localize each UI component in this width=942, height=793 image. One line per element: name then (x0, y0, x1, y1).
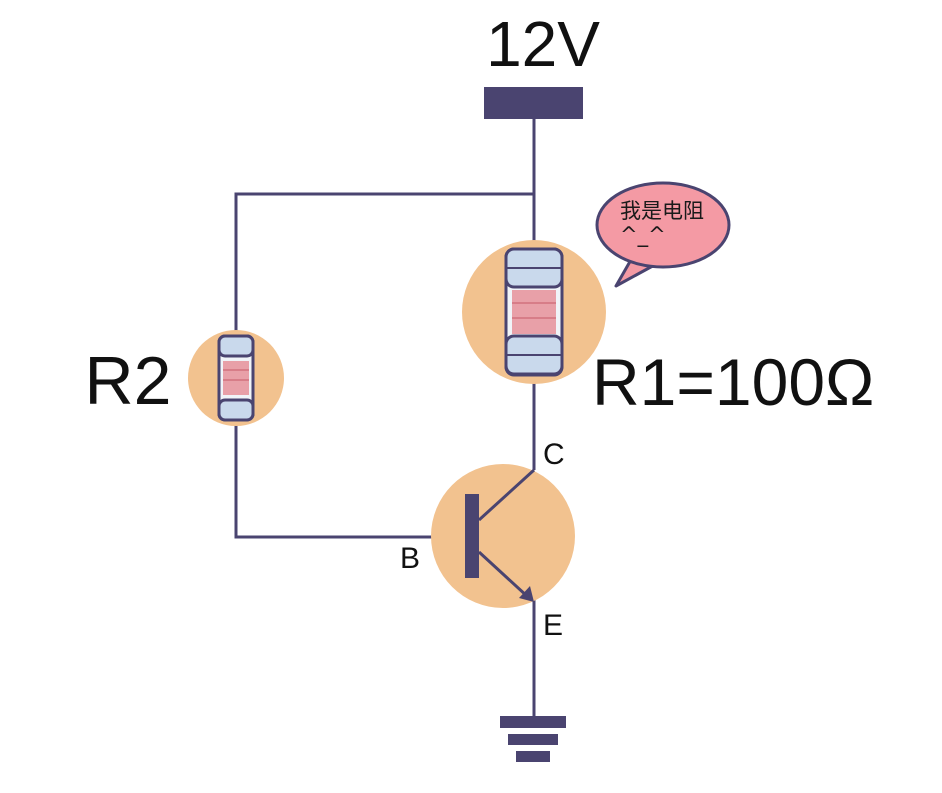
speech-bubble: 我是电阻 ^_^ (595, 181, 731, 288)
emitter-label: E (543, 609, 563, 642)
r1-band (512, 290, 556, 334)
wire-r2-to-base (234, 412, 478, 539)
r2-cap-bottom (217, 398, 255, 422)
r2-cap-top (217, 334, 255, 358)
wire-supply-to-r2 (234, 192, 534, 345)
r2-band (223, 361, 249, 395)
ground-bar-3 (516, 751, 550, 762)
transistor-emitter-lead (477, 550, 530, 599)
speech-bubble-body (595, 181, 731, 269)
collector-label: C (543, 438, 565, 471)
speech-bubble-line1: 我是电阻 (620, 199, 704, 223)
wires (234, 119, 536, 718)
supply-terminal (484, 87, 583, 119)
supply-voltage-label: 12V (486, 8, 600, 80)
ground-bar-1 (500, 716, 566, 728)
transistor-base-bar (465, 494, 479, 578)
r2-label: R2 (85, 343, 172, 419)
transistor-collector-lead (477, 468, 536, 522)
ground-bar-2 (508, 734, 558, 745)
speech-bubble-line2: ^_^ (620, 223, 666, 248)
base-label: B (400, 542, 420, 575)
speech-bubble-seam (627, 253, 661, 265)
r1-label: R1=100Ω (592, 345, 874, 419)
ground-icon (500, 716, 566, 762)
transistor-emitter-arrow (519, 586, 534, 602)
resistor-r1 (462, 240, 606, 384)
resistor-r2 (188, 330, 284, 426)
transistor (431, 464, 575, 608)
transistor-halo (431, 464, 575, 608)
